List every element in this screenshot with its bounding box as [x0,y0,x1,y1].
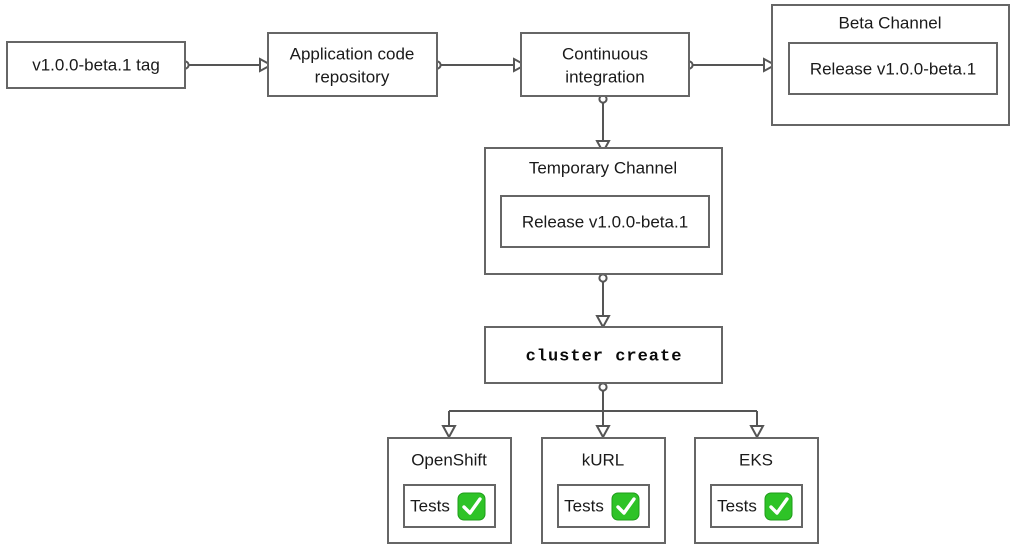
node-openshift[interactable]: OpenShift Tests [387,437,512,544]
check-mark-green-icon [764,492,793,521]
node-kurl-title: kURL [582,450,625,469]
edge-cluster-create-branches [441,382,765,440]
beta-channel-release-box[interactable] [788,42,998,95]
check-mark-green-icon [611,492,640,521]
node-tag-box [6,41,186,89]
node-application-code-repository[interactable]: Application code repository [267,32,438,97]
temporary-channel-release-label: Release v1.0.0-beta.1 [522,212,688,231]
edge-tag-to-repo [180,57,274,73]
node-openshift-title: OpenShift [411,450,487,469]
node-ci-label-line2: integration [565,67,644,86]
node-kurl-tests-label: Tests [564,496,604,515]
node-repo-label-line2: repository [315,67,390,86]
node-eks-title: EKS [739,450,773,469]
node-eks[interactable]: EKS Tests [694,437,819,544]
node-cluster-create-box [484,326,723,384]
node-repo-label-line1: Application code [290,44,415,63]
node-ci-label-line1: Continuous [562,44,648,63]
edge-ci-to-temporary-channel [595,94,611,155]
container-temporary-channel[interactable]: Temporary Channel Release v1.0.0-beta.1 [484,147,723,275]
beta-channel-release-label: Release v1.0.0-beta.1 [810,59,976,78]
node-openshift-tests-label: Tests [410,496,450,515]
node-repo-box [267,32,438,97]
container-beta-channel[interactable]: Beta Channel Release v1.0.0-beta.1 [771,4,1010,126]
node-kurl[interactable]: kURL Tests [541,437,666,544]
node-eks-tests-label: Tests [717,496,757,515]
node-continuous-integration[interactable]: Continuous integration [520,32,690,97]
node-cluster-create-label: cluster create [526,347,683,366]
temporary-channel-release-box[interactable] [500,195,710,248]
node-tag[interactable]: v1.0.0-beta.1 tag [6,41,186,89]
node-cluster-create[interactable]: cluster create [484,326,723,384]
node-ci-box [520,32,690,97]
node-tag-label: v1.0.0-beta.1 tag [32,55,160,74]
edge-ci-to-beta-channel [684,57,778,73]
beta-channel-title: Beta Channel [838,13,941,32]
temporary-channel-title: Temporary Channel [529,158,677,177]
edge-temporary-channel-to-cluster-create [595,273,611,330]
check-mark-green-icon [457,492,486,521]
edge-repo-to-ci [432,57,528,73]
